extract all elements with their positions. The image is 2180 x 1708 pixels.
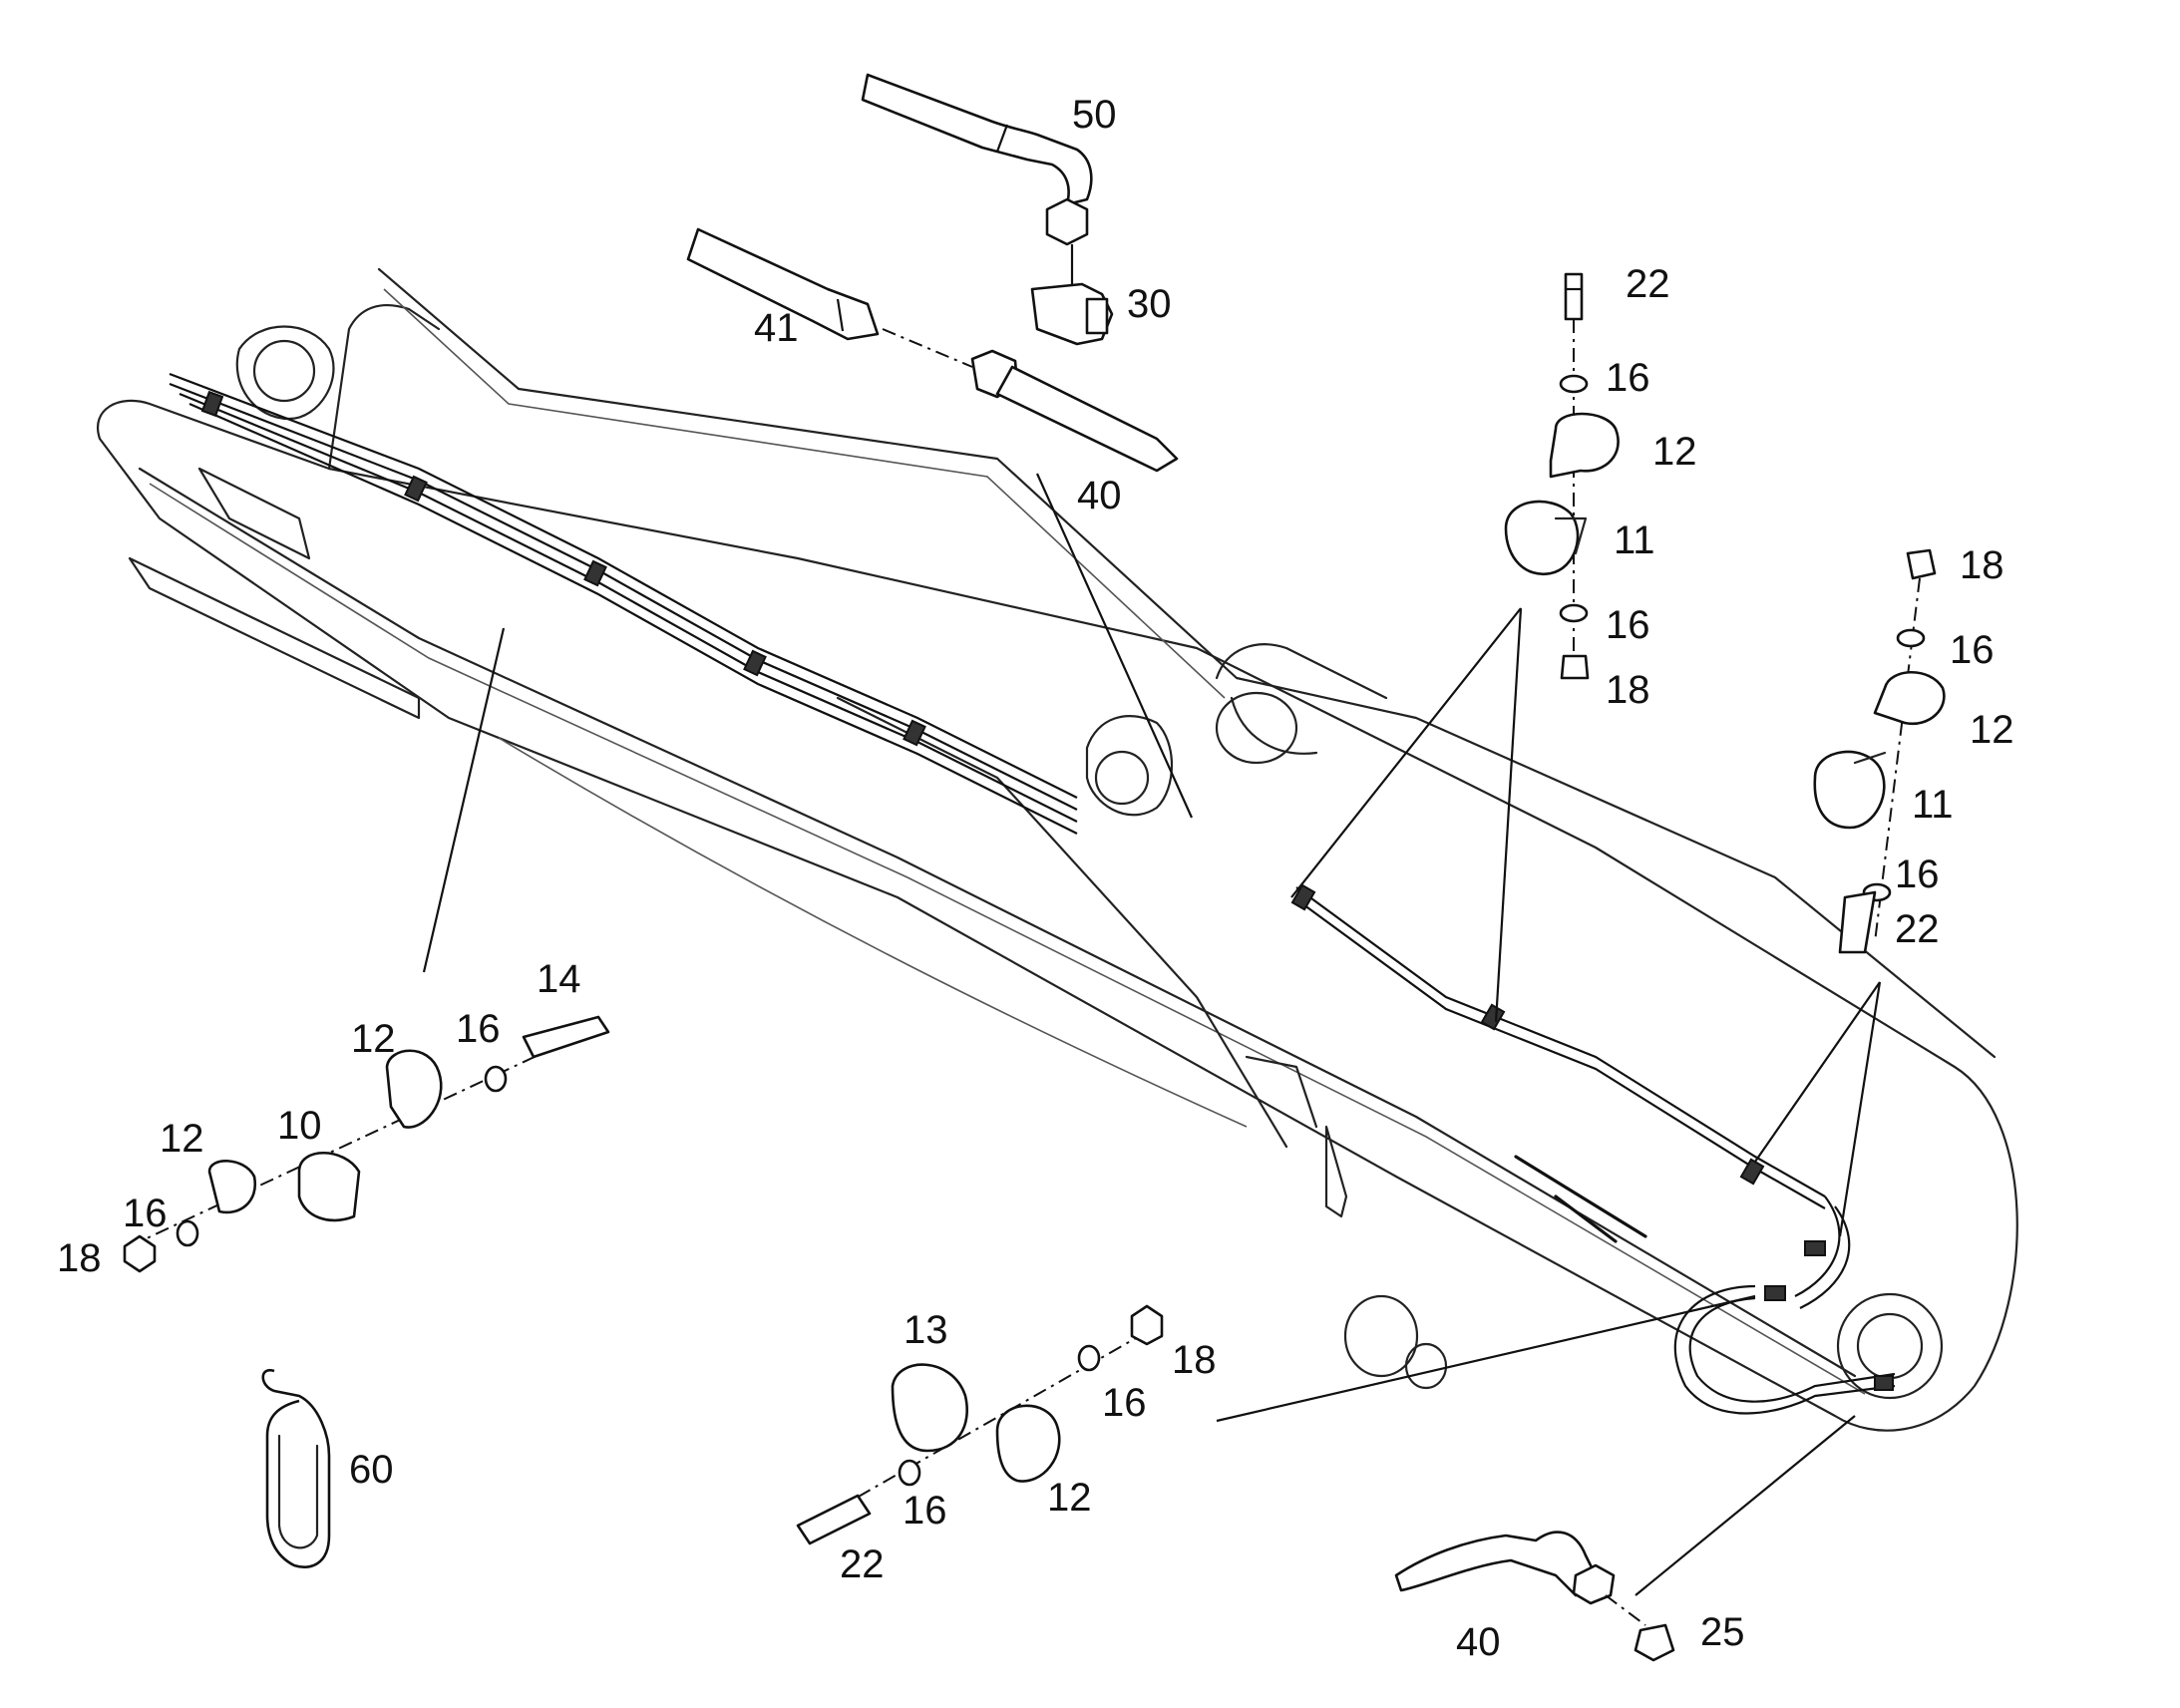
label-12-a: 12	[1652, 430, 1697, 474]
label-10: 10	[277, 1104, 322, 1148]
clamp-set-lower	[796, 1304, 1164, 1545]
hose-40-fitting-25	[1394, 1531, 1675, 1662]
label-41: 41	[754, 306, 799, 350]
strap-60	[261, 1368, 331, 1568]
label-18-c: 18	[57, 1236, 102, 1280]
label-16-b: 16	[1606, 603, 1650, 647]
hose-50-assembly	[861, 73, 1114, 346]
label-16-e: 16	[456, 1007, 501, 1051]
label-16-a: 16	[1606, 356, 1650, 400]
label-16-f: 16	[123, 1192, 168, 1235]
label-22-lower: 22	[840, 1542, 885, 1586]
label-11-b: 11	[1912, 783, 1954, 827]
label-18-a: 18	[1606, 668, 1650, 712]
label-16-d: 16	[1895, 853, 1940, 896]
label-16-c: 16	[1950, 628, 1995, 672]
label-16-g: 16	[1102, 1381, 1147, 1425]
label-18-d: 18	[1172, 1338, 1217, 1382]
label-12-e: 12	[1047, 1476, 1092, 1520]
clamp-stack-upper	[1504, 272, 1620, 680]
hose-clamp-markers	[200, 390, 1894, 1391]
label-11-a: 11	[1614, 518, 1655, 562]
clamp-stack-right	[1813, 548, 1946, 954]
label-12-d: 12	[160, 1117, 204, 1161]
hose-41-40-assembly	[686, 227, 1179, 473]
label-40-upper: 40	[1077, 474, 1122, 517]
label-22-right: 22	[1895, 907, 1940, 951]
callout-labels: 50 30 41 40 22 16 12 11 16 18 18 16 12 1…	[57, 93, 2014, 1664]
label-25: 25	[1700, 1610, 1745, 1654]
clamp-set-left	[123, 1015, 610, 1273]
label-60: 60	[349, 1448, 394, 1492]
hydraulic-hose-lines	[169, 372, 1896, 1415]
label-14: 14	[537, 957, 581, 1001]
label-12-c: 12	[351, 1017, 396, 1061]
label-18-b: 18	[1960, 543, 2004, 587]
label-13: 13	[904, 1308, 948, 1352]
label-16-h: 16	[903, 1489, 947, 1533]
boom-arm	[97, 267, 2018, 1432]
label-50: 50	[1072, 93, 1117, 137]
label-30: 30	[1127, 282, 1172, 326]
label-12-b: 12	[1970, 708, 2014, 752]
leader-lines	[422, 473, 1882, 1596]
label-40-lower: 40	[1456, 1620, 1501, 1664]
label-22-upper: 22	[1626, 262, 1670, 306]
